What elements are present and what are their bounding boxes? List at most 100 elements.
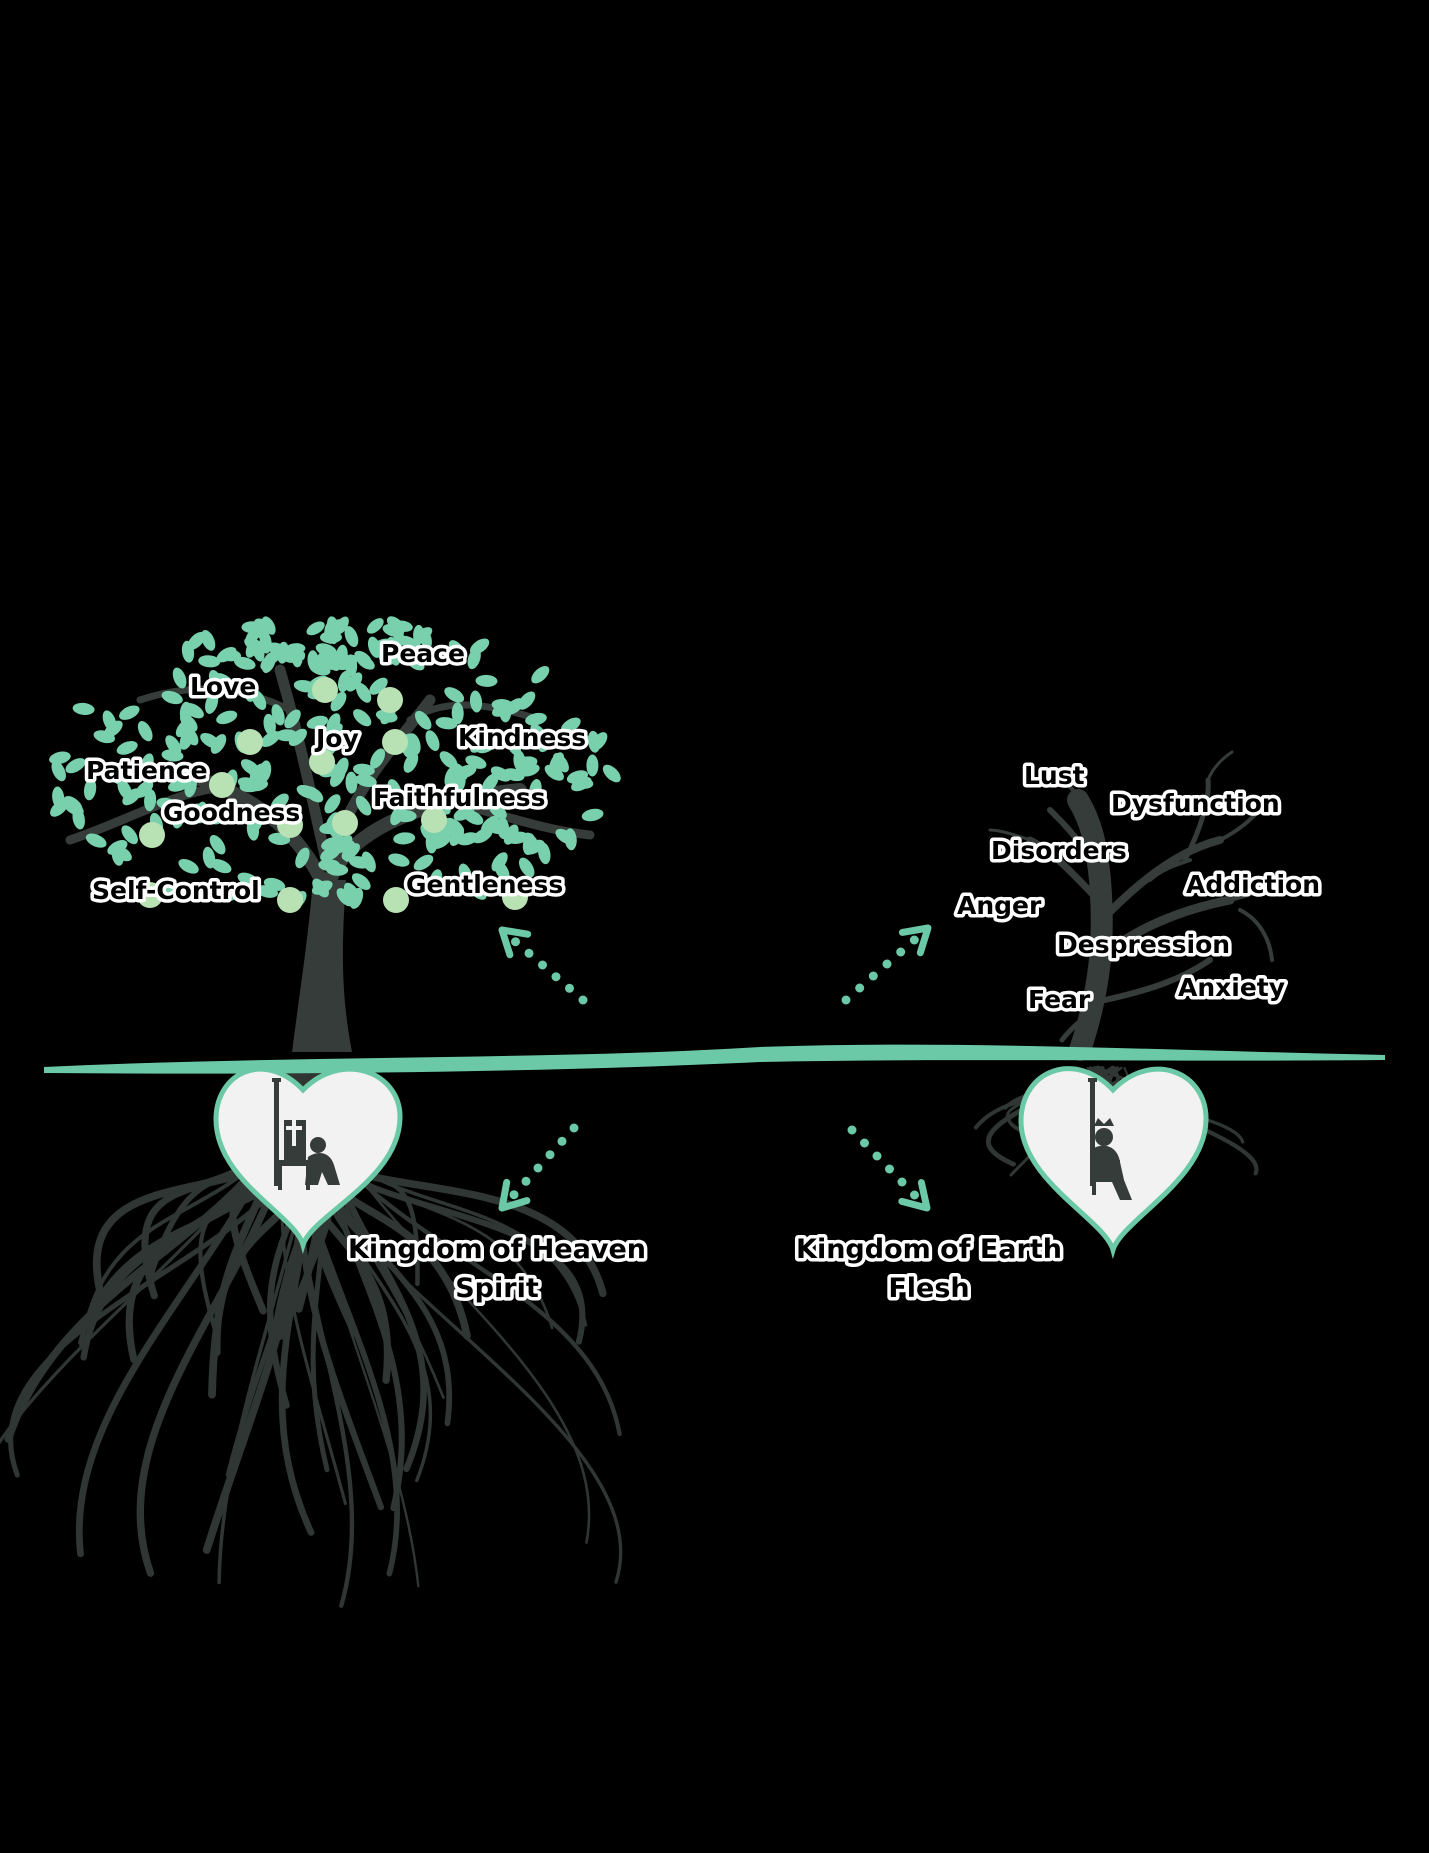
leaf (355, 774, 377, 788)
leaf (444, 687, 465, 703)
leaf (454, 790, 477, 803)
leaf (393, 620, 413, 632)
leaf (393, 832, 416, 845)
fruit (383, 887, 409, 913)
fruit-label-addiction: Addiction (1186, 870, 1320, 899)
leaf (102, 710, 117, 732)
arrow-dot (538, 960, 547, 970)
leaf (439, 751, 458, 769)
leaf (355, 682, 372, 703)
leaf (468, 882, 487, 900)
fruit (309, 749, 335, 775)
leaf (172, 667, 187, 689)
leaf (602, 764, 621, 783)
leaf (216, 889, 239, 902)
fruit (312, 677, 338, 703)
leaf (288, 728, 308, 747)
leaf (216, 710, 238, 725)
leaf (334, 757, 349, 779)
leaf (117, 779, 133, 800)
leaf (463, 809, 484, 825)
fruit (332, 810, 358, 836)
leaf (178, 858, 199, 874)
leaf (475, 674, 498, 687)
leaf (201, 630, 216, 651)
fruit-label-dysfunction: Dysfunction (1111, 789, 1280, 818)
leaf (49, 751, 71, 765)
leaf (293, 679, 316, 693)
leaf (413, 854, 434, 871)
leaf (184, 703, 204, 719)
leaf (345, 771, 358, 794)
arrow-dot (578, 995, 588, 1005)
leaf (216, 647, 237, 663)
leaf (458, 863, 473, 885)
leaf (488, 802, 507, 820)
arrow-dot (909, 935, 919, 945)
fruit-label-love: Love (190, 672, 256, 701)
leaf (296, 784, 318, 799)
leaf (433, 796, 451, 815)
leaf (377, 644, 390, 665)
fruit-label-fear: Fear (1028, 985, 1091, 1014)
leaf (72, 702, 95, 715)
arrow-head (898, 1179, 931, 1212)
leaf (271, 704, 285, 726)
leaf (344, 626, 359, 648)
leaf (135, 780, 154, 798)
leaf (491, 699, 514, 712)
fruit-label-despression: Despression (1057, 930, 1230, 959)
kingdom-earth-sublabel: Flesh (888, 1273, 969, 1304)
leaf (354, 650, 372, 666)
leaf (518, 857, 535, 878)
leaf (306, 715, 329, 729)
leaf (335, 835, 353, 854)
leaf (248, 765, 266, 783)
leaf (334, 616, 349, 635)
fruit (277, 812, 303, 838)
leaf (255, 625, 271, 643)
leaf (571, 776, 594, 789)
arrow-dot (855, 983, 865, 993)
leaf (414, 710, 432, 730)
leaf (483, 792, 505, 806)
fruit-label-disorders: Disorders (991, 836, 1127, 865)
leaf (538, 842, 551, 865)
leaf (116, 741, 138, 755)
left-tree-canopy (49, 616, 621, 910)
leaf (234, 656, 256, 670)
leaf (392, 795, 407, 817)
leaf (119, 705, 140, 720)
leaf (284, 709, 301, 729)
leaf (448, 640, 466, 660)
fruit (382, 729, 408, 755)
kingdom-heaven-label: Kingdom of Heaven (348, 1234, 646, 1265)
leaf (516, 736, 539, 750)
leaf (243, 679, 256, 702)
fruit-label-gentleness: Gentleness (406, 870, 563, 899)
leaf (568, 734, 590, 749)
leaf (205, 692, 219, 714)
leaf (494, 860, 510, 881)
arrow-dot (565, 983, 574, 993)
fruit (139, 822, 165, 848)
arrow-dot (872, 1151, 882, 1161)
leaf (187, 803, 202, 825)
left-fruit-labels: Peace Love Joy Kindness Patience Faithfu… (83, 636, 590, 909)
leaf (503, 768, 525, 782)
leaf (586, 754, 599, 777)
arrow-dot (545, 1150, 555, 1160)
leaf (172, 806, 186, 829)
fruit-label-lust: Lust (1024, 761, 1085, 790)
fruit-label-self-control: Self-Control (92, 876, 260, 905)
leaf (83, 778, 97, 801)
leaf (52, 786, 65, 809)
arrow-dot (882, 959, 892, 969)
fruit-label-anger: Anger (957, 891, 1042, 920)
leaf (453, 770, 466, 793)
arrow-dot (860, 1138, 869, 1148)
leaf (266, 642, 287, 655)
leaf (161, 690, 183, 705)
dotted-arrows (498, 924, 932, 1212)
leaf (85, 833, 107, 848)
